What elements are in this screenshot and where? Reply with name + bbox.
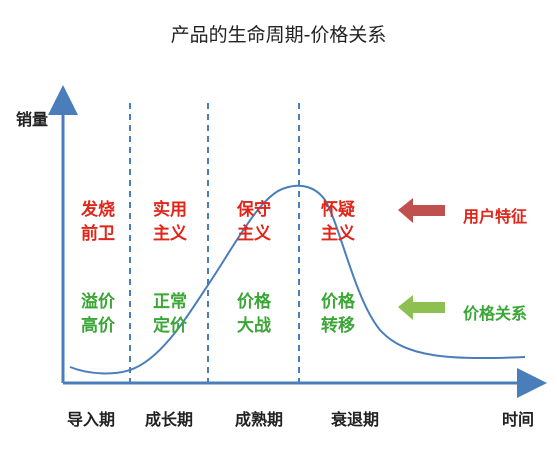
- price-relation-arrow-icon: [398, 295, 445, 320]
- phase-1-user-feature: 发烧 前卫: [81, 200, 115, 244]
- lifecycle-curve: [69, 184, 526, 375]
- phase-1-price-relation: 溢价 高价: [81, 292, 115, 336]
- legend-user-features: 用户特征: [463, 207, 528, 226]
- phase-3-user-feature: 保守 主义: [237, 200, 271, 244]
- phase-4-price-relation: 价格 转移: [321, 292, 355, 336]
- user-feature-arrow-icon: [398, 198, 445, 223]
- phase-label-growth: 成长期: [144, 410, 193, 429]
- legend-price-relation: 价格关系: [463, 304, 528, 323]
- diagram-title: 产品的生命周期-价格关系: [170, 24, 387, 46]
- phase-label-intro: 导入期: [66, 410, 115, 429]
- y-axis-label: 销量: [16, 110, 49, 129]
- phase-label-decline: 衰退期: [330, 410, 379, 429]
- phase-4-user-feature: 怀疑 主义: [321, 200, 355, 244]
- x-axis-label: 时间: [502, 410, 535, 429]
- phase-3-price-relation: 价格 大战: [237, 292, 271, 336]
- phase-label-maturity: 成熟期: [234, 410, 283, 429]
- phase-2-user-feature: 实用 主义: [153, 200, 187, 244]
- phase-2-price-relation: 正常 定价: [153, 292, 187, 336]
